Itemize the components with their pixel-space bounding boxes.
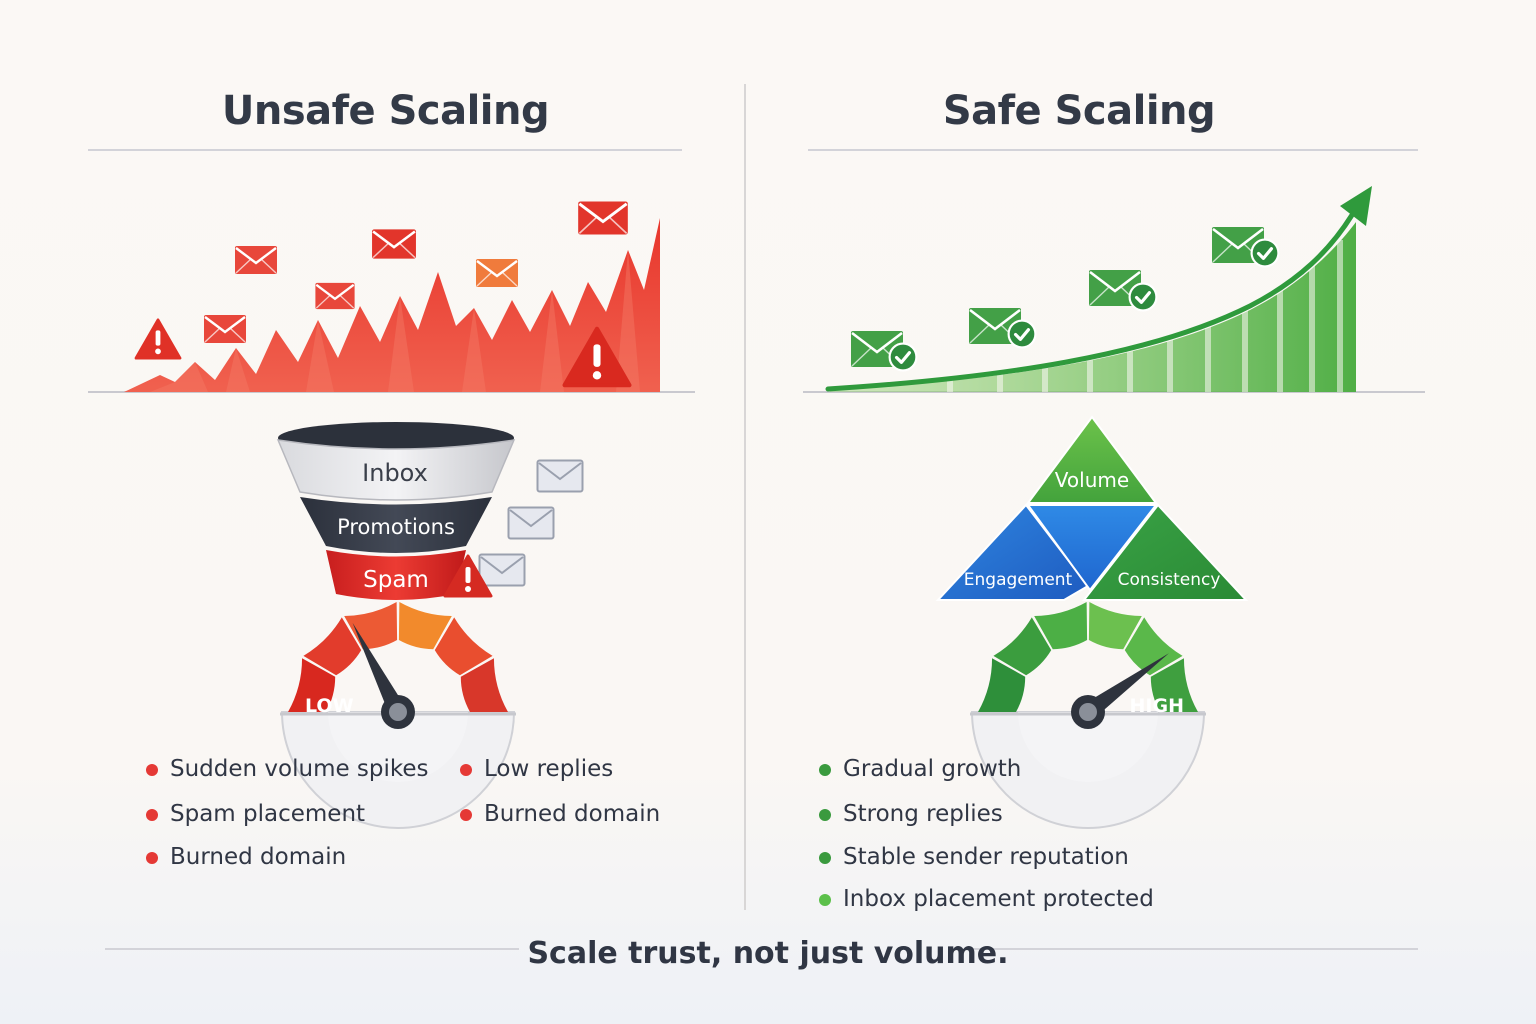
gauge-segment: [978, 658, 1026, 712]
gauge-segment: [1034, 602, 1088, 650]
list-item: Spam placement: [146, 800, 365, 828]
gauge-segment: [303, 617, 362, 676]
list-item: Stable sender reputation: [819, 843, 1129, 871]
gauge-label-high: HIGH: [1130, 695, 1184, 717]
panel-divider: [744, 84, 746, 910]
gauge-segment: [398, 602, 452, 650]
footer-rule-right: [972, 948, 1418, 950]
tagline: Scale trust, not just volume.: [527, 936, 1009, 971]
funnel-promotions-label: Promotions: [337, 515, 455, 539]
gauge-segment: [1088, 602, 1142, 650]
list-item: Gradual growth: [819, 755, 1021, 783]
unsafe-title-divider: [88, 149, 682, 151]
footer-rule-left: [105, 948, 519, 950]
funnel-spam-label: Spam: [363, 567, 429, 593]
gauge-segment: [344, 602, 398, 650]
gauge-needle-icon: [1082, 653, 1169, 720]
unsafe-title: Unsafe Scaling: [221, 88, 550, 134]
gauge-label-low: LOW: [305, 695, 354, 717]
pyramid-volume-label: Volume: [1055, 468, 1129, 492]
list-item: Burned domain: [146, 843, 346, 871]
list-item: Inbox placement protected: [819, 885, 1154, 913]
list-item: Strong replies: [819, 800, 1003, 828]
gauge-segment: [993, 617, 1052, 676]
gauge-needle-icon: [352, 622, 407, 717]
list-item: Sudden volume spikes: [146, 755, 429, 783]
gauge-segment: [1150, 658, 1198, 712]
gauge-segment: [460, 658, 508, 712]
funnel-inbox-label: Inbox: [362, 459, 428, 487]
safe-title: Safe Scaling: [942, 88, 1216, 134]
growth-arrow-icon: [825, 212, 1355, 392]
pyramid-engagement-label: Engagement: [964, 570, 1073, 590]
safe-title-divider: [808, 149, 1418, 151]
gauge-segment: [434, 617, 493, 676]
pyramid-consistency-label: Consistency: [1118, 570, 1221, 590]
list-item: Burned domain: [460, 800, 660, 828]
list-item: Low replies: [460, 755, 613, 783]
gauge-segment: [288, 658, 336, 712]
gauge-segment: [1124, 617, 1183, 676]
